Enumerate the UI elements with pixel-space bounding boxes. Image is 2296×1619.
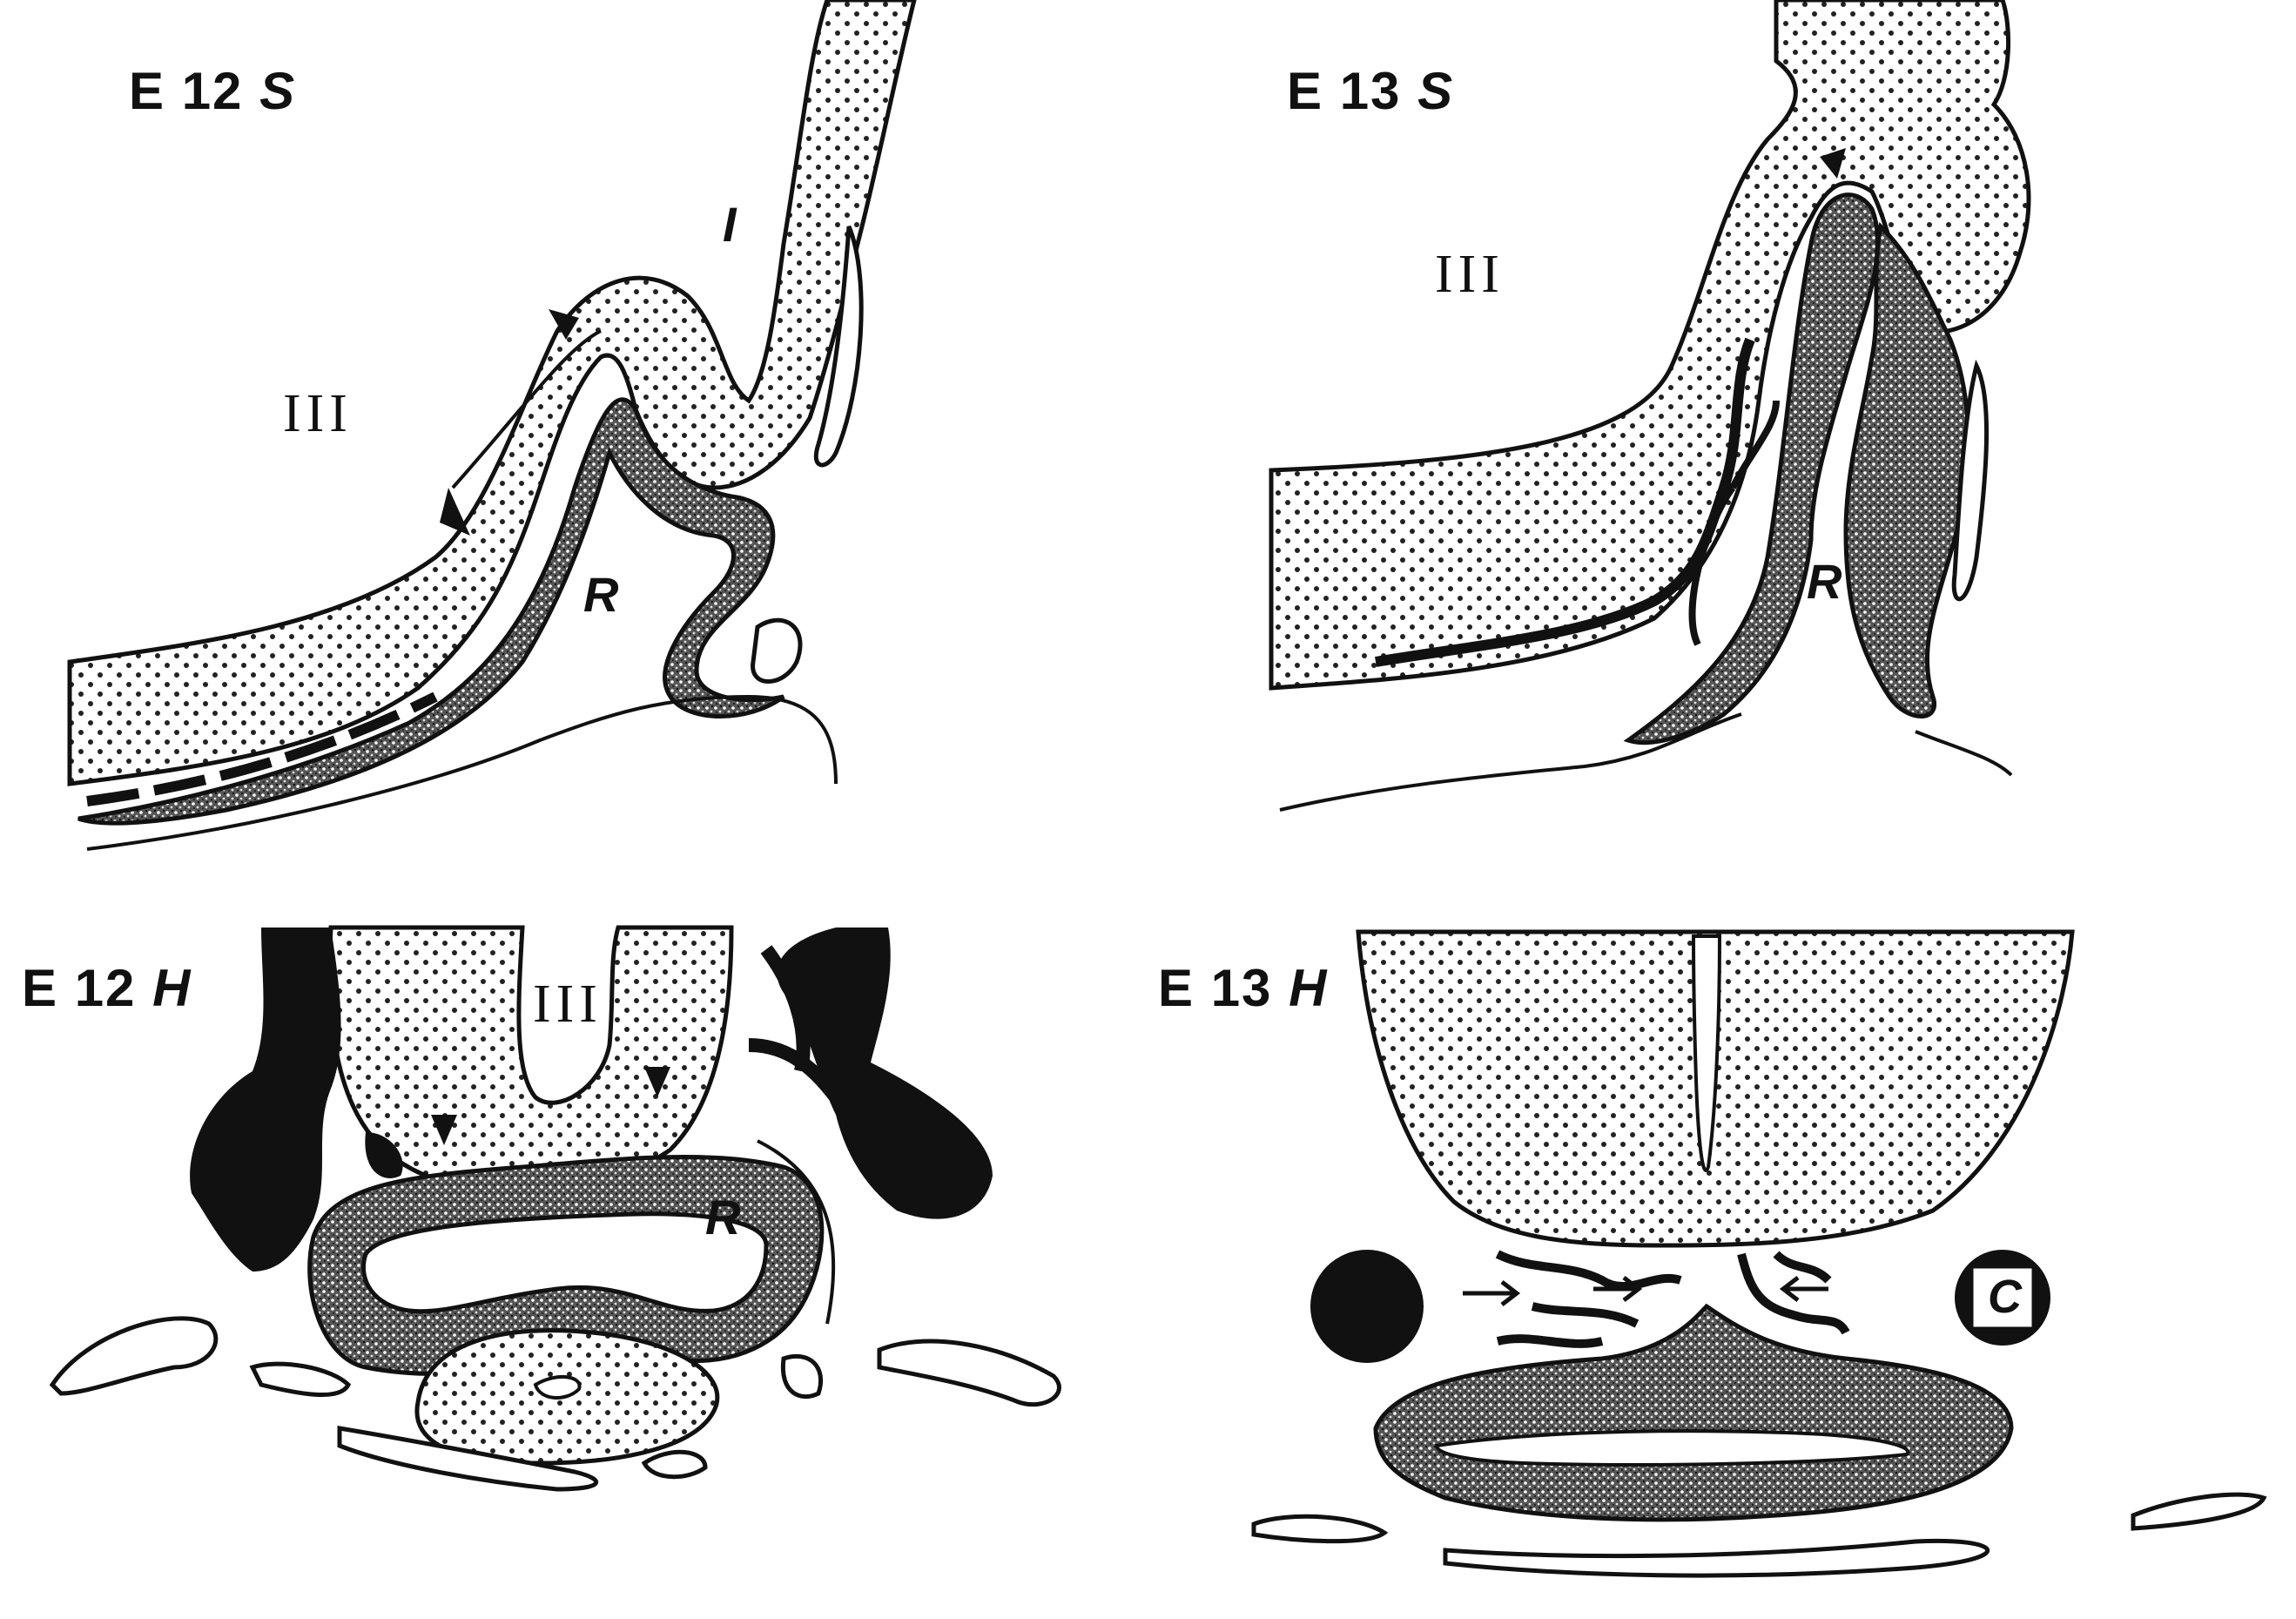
region-label-third-ventricle: III [1435, 245, 1505, 304]
e13s-neuroepithelium [1269, 0, 2031, 691]
e13h-bone-bottom [1443, 1538, 1990, 1578]
e13s-outer-contour [1279, 712, 2013, 812]
e12h-bone-bottom [337, 1426, 598, 1492]
e13s-vessel [1375, 337, 1755, 667]
e12h-bone-right [877, 1339, 1061, 1407]
e12s-lumen-line [451, 329, 602, 489]
e12h-arrowhead [431, 1115, 457, 1145]
stage-label: E 13 [1158, 959, 1273, 1017]
e12s-vessel-line [86, 691, 438, 806]
plane-label: H [152, 959, 192, 1017]
region-label-rathke: R [1807, 554, 1842, 609]
e13s-vessel-branch [1688, 400, 1780, 646]
region-label-carotid: C [1988, 1271, 2022, 1323]
panel-label-e12s: E 12 S [129, 61, 296, 121]
panel-label-e13h: E 13 H [1158, 958, 1328, 1018]
stage-label: E 12 [22, 959, 137, 1017]
e13s-rathke-pouch [1843, 221, 1971, 718]
e12s-arrowhead [440, 488, 470, 536]
e13s-right-vessel [1951, 359, 1990, 602]
panel-e13s-drawing [1269, 0, 2031, 812]
e12h-neuroepithelium [327, 925, 734, 1196]
e12h-bone-left [49, 1316, 219, 1396]
panel-label-e13s: E 13 S [1287, 61, 1454, 121]
e12s-arrowhead [549, 309, 579, 340]
plane-label: S [1417, 62, 1455, 120]
e12h-vessel-branch [748, 945, 842, 1102]
e13h-bone-left [1251, 1514, 1389, 1544]
panel-e12s-drawing [67, 0, 917, 851]
e13h-arrow [1779, 1276, 1828, 1302]
panel-e12h-drawing [49, 925, 1061, 1492]
e12s-rathke-pouch [77, 397, 785, 826]
region-label-rathke: R [583, 567, 619, 622]
panel-label-e12h: E 12 H [22, 958, 192, 1018]
stage-label: E 12 [129, 62, 244, 120]
region-label-rathke: R [705, 1190, 741, 1245]
e12s-small-vessel [751, 617, 803, 684]
stage-label: E 13 [1287, 62, 1402, 120]
panel-e13h-drawing [1251, 929, 2267, 1578]
e12h-vessel-small [365, 1132, 403, 1178]
region-label-infundibulum: I [723, 197, 737, 252]
e13h-arrow [1593, 1276, 1643, 1302]
e13h-vessel-left [1310, 1250, 1424, 1363]
e12h-contour-line [757, 1139, 836, 1325]
e13h-rathke-lumen [1434, 1429, 1910, 1467]
e12h-vessel-ring [780, 1353, 824, 1400]
e12h-vessel-left [190, 928, 341, 1272]
e13h-rathke-pouch [1373, 1303, 2014, 1522]
plane-label: H [1289, 959, 1329, 1017]
e12h-lower-slit [533, 1374, 582, 1400]
e12h-bone-small [641, 1449, 708, 1480]
plane-label: S [259, 62, 297, 120]
e13h-bone-right [2131, 1492, 2267, 1531]
region-label-third-ventricle: III [283, 384, 353, 443]
e12s-neuroepithelium [67, 0, 917, 786]
e12h-rathke-lumen [360, 1211, 769, 1314]
e13h-arrow [1463, 1280, 1521, 1306]
e13h-carotid-box [1970, 1265, 2035, 1330]
e13h-midline-slit [1691, 934, 1722, 1172]
e12s-right-vessel [813, 226, 864, 468]
e13s-arrowhead [1820, 148, 1846, 179]
e12h-vessel-right [777, 928, 993, 1219]
e12h-bone-mid [249, 1361, 352, 1397]
e12s-outer-contour [86, 694, 838, 851]
e13h-capillaries [1495, 1250, 1850, 1348]
e12h-arrowhead [644, 1067, 670, 1097]
region-label-third-ventricle: III [533, 975, 603, 1034]
